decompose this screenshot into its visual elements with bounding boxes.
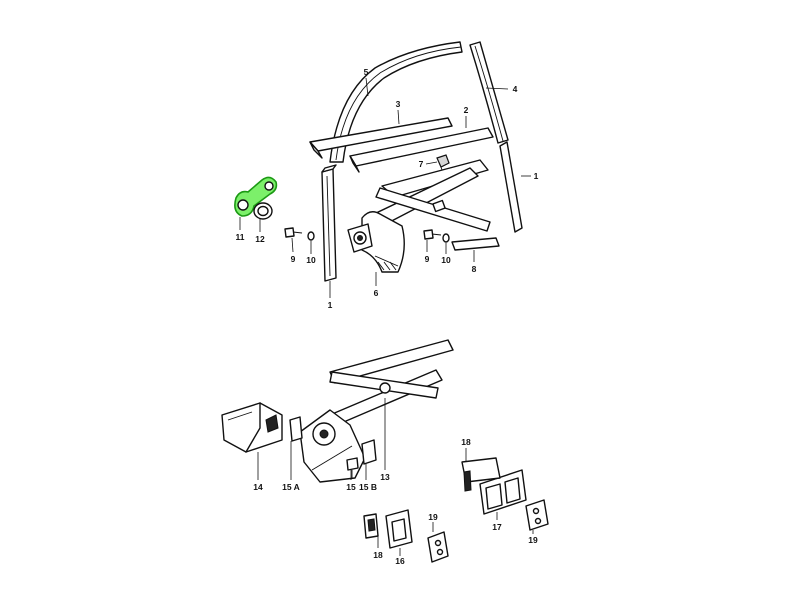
- part-19-button-right[interactable]: [525, 499, 549, 531]
- callout-labels: 5 4 3 2 1 7 6 1 11 12 9 10 9 10 8 14 15 …: [236, 67, 539, 566]
- part-2-outer-strip[interactable]: [349, 127, 494, 173]
- callout-12: 12: [255, 234, 265, 244]
- callout-3: 3: [396, 99, 401, 109]
- callout-11: 11: [236, 232, 245, 242]
- part-18-connector-left[interactable]: [363, 513, 379, 539]
- part-17-switch-double[interactable]: [479, 469, 527, 515]
- callout-10-right: 10: [441, 255, 451, 265]
- callout-10-left: 10: [306, 255, 316, 265]
- callout-16: 16: [395, 556, 405, 566]
- part-18-connector-right[interactable]: [461, 457, 501, 492]
- part-1-glass-channel[interactable]: [321, 164, 337, 282]
- part-4-vertical-seal[interactable]: [469, 41, 509, 144]
- callout-19-left: 19: [428, 512, 438, 522]
- callout-17: 17: [492, 522, 502, 532]
- callout-9-right: 9: [425, 254, 430, 264]
- callout-9-left: 9: [291, 254, 296, 264]
- callout-14: 14: [253, 482, 263, 492]
- part-14-motor[interactable]: [221, 402, 283, 453]
- part-9-bolt-left[interactable]: [284, 227, 303, 238]
- part-5-frame-seal[interactable]: [329, 41, 463, 163]
- part-6-regulator[interactable]: [347, 159, 491, 273]
- callout-1-glass-channel: 1: [328, 300, 333, 310]
- leader-lines: [239, 77, 534, 556]
- part-15a-bracket[interactable]: [289, 416, 303, 442]
- part-8-rail[interactable]: [451, 237, 500, 251]
- part-15-bolt[interactable]: [346, 457, 359, 478]
- callout-5: 5: [364, 67, 369, 77]
- part-10-washer-left[interactable]: [307, 231, 315, 241]
- part-9-bolt-right[interactable]: [423, 229, 442, 240]
- part-11-window-crank[interactable]: [234, 176, 278, 217]
- part-19-button-left[interactable]: [427, 531, 449, 563]
- callout-19-right: 19: [528, 535, 538, 545]
- callout-15: 15: [346, 482, 356, 492]
- part-10-washer-right[interactable]: [442, 233, 450, 243]
- callout-18-right: 18: [461, 437, 471, 447]
- part-12-escutcheon[interactable]: [253, 202, 273, 220]
- callout-18-left: 18: [373, 550, 383, 560]
- part-13-power-regulator[interactable]: [299, 339, 454, 483]
- callout-15a: 15 A: [282, 482, 300, 492]
- part-3-inner-strip[interactable]: [309, 117, 453, 159]
- callout-1-rear-guide: 1: [534, 171, 539, 181]
- callout-4: 4: [513, 84, 518, 94]
- callout-7: 7: [419, 159, 424, 169]
- callout-8: 8: [472, 264, 477, 274]
- callout-6: 6: [374, 288, 379, 298]
- part-1-rear-guide[interactable]: [499, 141, 523, 233]
- part-15b-clip[interactable]: [361, 439, 377, 465]
- part-16-switch-single[interactable]: [385, 509, 413, 549]
- callout-13: 13: [380, 472, 390, 482]
- callout-2: 2: [464, 105, 469, 115]
- callout-15b: 15 B: [359, 482, 377, 492]
